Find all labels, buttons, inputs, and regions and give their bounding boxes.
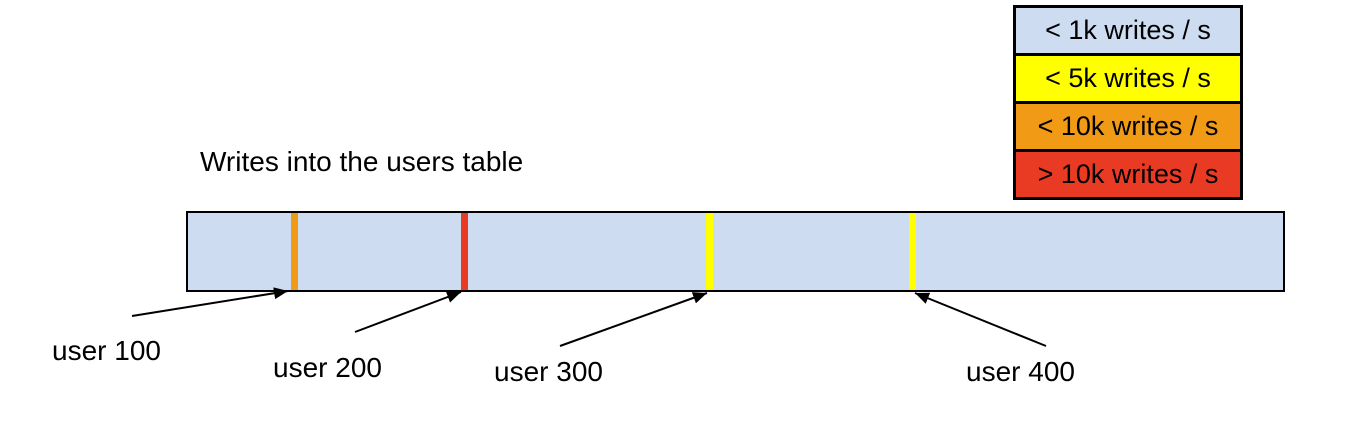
callout-arrow-user-200 xyxy=(354,291,462,333)
write-rate-marker-user-200 xyxy=(461,213,468,290)
write-rate-marker-user-400 xyxy=(909,213,916,290)
write-rate-marker-user-100 xyxy=(291,213,298,290)
callout-label-user-100: user 100 xyxy=(52,335,161,366)
callout-label-user-200: user 200 xyxy=(273,352,382,383)
callout-label-user-300: user 300 xyxy=(494,356,603,387)
users-table-bar xyxy=(186,211,1285,292)
legend-item-3: > 10k writes / s xyxy=(1016,149,1240,197)
callout-arrow-user-100 xyxy=(131,287,289,317)
legend-item-0: < 1k writes / s xyxy=(1016,8,1240,53)
callout-arrow-user-300 xyxy=(559,292,708,347)
callout-arrow-user-400 xyxy=(914,292,1047,347)
write-rate-marker-user-300 xyxy=(706,213,713,290)
legend-item-2: < 10k writes / s xyxy=(1016,101,1240,149)
legend-item-1: < 5k writes / s xyxy=(1016,53,1240,101)
legend: < 1k writes / s< 5k writes / s< 10k writ… xyxy=(1013,5,1243,200)
diagram-title: Writes into the users table xyxy=(200,146,524,177)
callout-label-user-400: user 400 xyxy=(966,356,1075,387)
